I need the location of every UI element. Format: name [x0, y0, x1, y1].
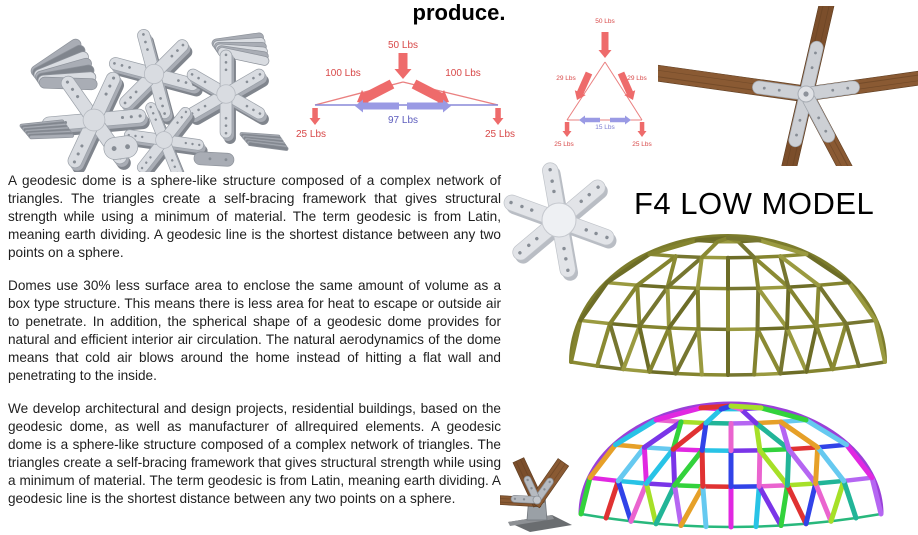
flat-truss-left-reaction-label: 25 Lbs — [296, 129, 326, 140]
rainbow-dome-render — [578, 401, 884, 530]
flat-truss-top-load-label: 50 Lbs — [388, 40, 418, 51]
paragraph-dome-definition: A geodesic dome is a sphere-like structu… — [8, 173, 501, 260]
wood-beams-hub-photo — [658, 6, 918, 166]
star-connector-photo — [503, 162, 617, 281]
page-heading-fragment: produce. — [412, 0, 506, 25]
triangle-truss-top-load-label: 50 Lbs — [595, 18, 615, 25]
flat-truss-force-diagram: 50 Lbs 100 Lbs 100 Lbs 97 Lbs 25 Lbs 25 Lbs — [296, 40, 515, 140]
flat-truss-right-reaction-label: 25 Lbs — [485, 129, 515, 140]
olive-dome-render — [569, 234, 887, 377]
paragraph-dome-efficiency: Domes use 30% less surface area to enclo… — [8, 278, 501, 383]
model-heading: F4 LOW MODEL — [634, 186, 875, 221]
triangle-truss-bottom-chord-label: 15 Lbs — [595, 124, 615, 131]
triangle-truss-right-member-label: 29 Lbs — [627, 75, 647, 82]
flat-truss-right-member-label: 100 Lbs — [445, 68, 481, 79]
triangle-truss-force-diagram: 50 Lbs 29 Lbs 29 Lbs 15 Lbs 25 Lbs 25 Lbs — [554, 18, 652, 148]
flat-truss-left-member-label: 100 Lbs — [325, 68, 361, 79]
triangle-truss-left-member-label: 29 Lbs — [556, 75, 576, 82]
paragraph-company-services: We develop architectural and design proj… — [8, 401, 501, 506]
connector-plates-photo — [19, 29, 289, 172]
base-bracket-photo — [500, 457, 572, 532]
triangle-truss-left-reaction-label: 25 Lbs — [554, 141, 574, 148]
body-text: A geodesic dome is a sphere-like structu… — [8, 172, 501, 523]
triangle-truss-right-reaction-label: 25 Lbs — [632, 141, 652, 148]
flat-truss-bottom-chord-label: 97 Lbs — [388, 115, 418, 126]
